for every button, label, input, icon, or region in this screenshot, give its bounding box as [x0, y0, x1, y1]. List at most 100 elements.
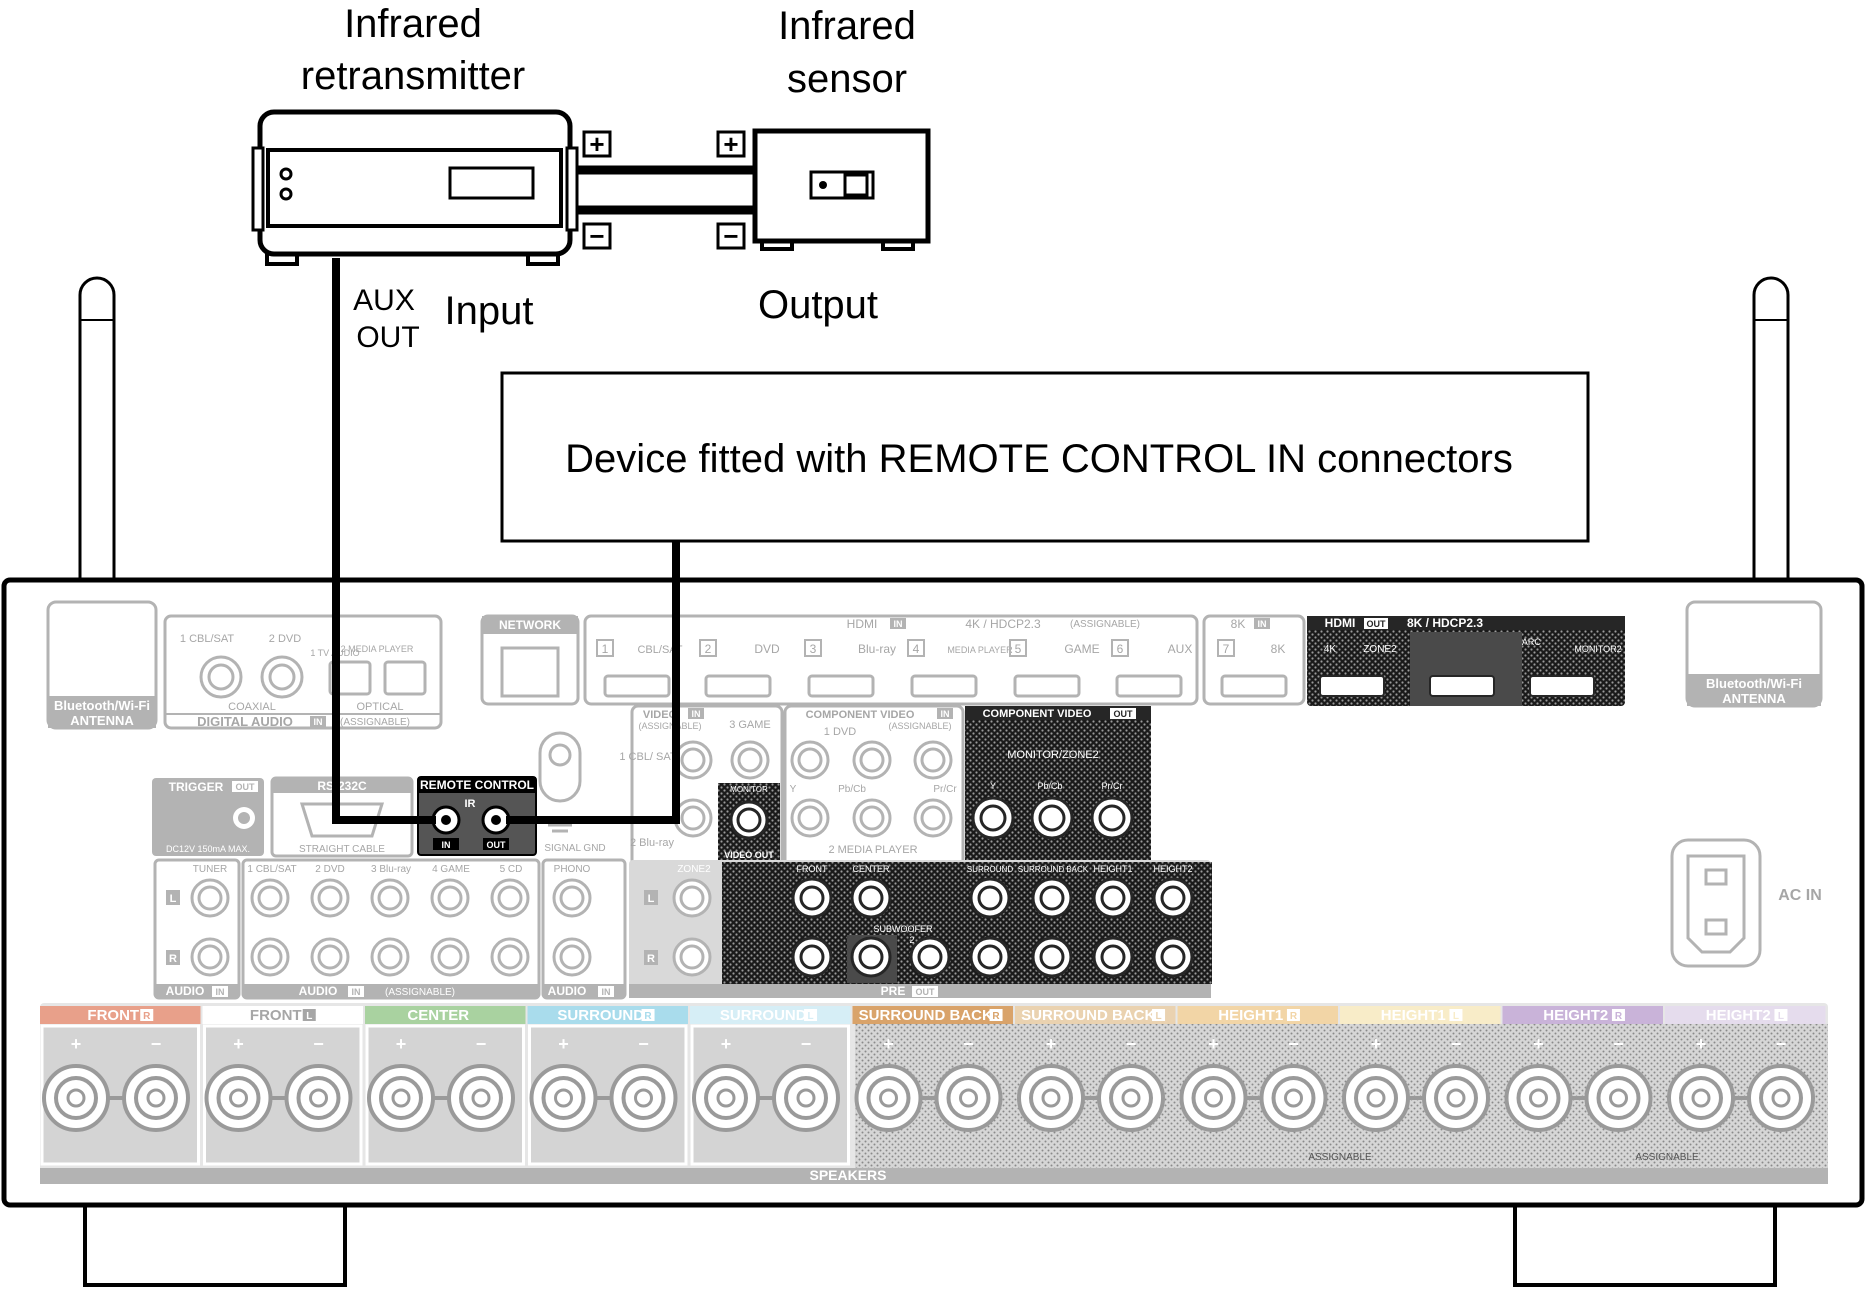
speaker-binding-post-hole: [1041, 1088, 1061, 1108]
speaker-binding-post: [609, 1064, 678, 1132]
audio-in-assignable: (ASSIGNABLE): [385, 987, 455, 998]
component-in-ch-pr: Pr/Cr: [933, 784, 957, 795]
hdmi-in-port-4-label: MEDIA PLAYER: [947, 645, 1013, 655]
aux-out-label-1: AUX: [353, 284, 415, 317]
speaker-binding-post-hole: [796, 1088, 816, 1108]
speaker-binding-post-inner: [1759, 1076, 1803, 1120]
speaker-plus-sign: +: [1371, 1034, 1382, 1054]
speaker-side-badge: [302, 1009, 316, 1021]
remote-control-ir: IR: [465, 798, 476, 810]
speaker-binding-post-inner: [1596, 1076, 1641, 1120]
hdmi-in-port-5: 5 GAME: [1009, 639, 1100, 698]
speaker-minus-sign: −: [1126, 1034, 1137, 1054]
pre-out-surround-back: SURROUND BACK: [1018, 865, 1089, 874]
component-in-tag: IN: [941, 709, 950, 719]
speaker-side-label: R: [1615, 1011, 1623, 1022]
speaker-binding-post-inner: [1029, 1076, 1073, 1120]
sensor-title-2: sensor: [787, 57, 907, 101]
hdmi-out-spec: 8K / HDCP2.3: [1407, 616, 1483, 630]
speaker-binding-post: [1342, 1064, 1410, 1132]
speaker-plus-sign: +: [1533, 1034, 1544, 1054]
speaker-channel-label: FRONT: [250, 1007, 302, 1024]
speaker-channel-label: SURROUND: [557, 1007, 644, 1024]
hdmi-out-port-1-label: 4K: [1324, 644, 1337, 655]
speaker-color-tab: [1015, 1006, 1176, 1024]
audio-phono: PHONO: [554, 864, 591, 875]
audio-in-2: 2 DVD: [315, 864, 344, 875]
ir-to-remote-in-cable: [332, 258, 436, 824]
sensor-title-1: Infrared: [778, 4, 916, 48]
rs232c-port: RS-232C STRAIGHT CABLE: [270, 776, 414, 858]
speaker-minus-sign: −: [1288, 1034, 1299, 1054]
speaker-binding-post-inner: [946, 1076, 991, 1120]
speaker-binding-post-hole: [1529, 1088, 1548, 1108]
signal-gnd-label: SIGNAL GND: [544, 843, 605, 854]
trigger-out-tag: OUT: [236, 782, 256, 792]
speaker-group-center-c: CENTER+−: [365, 1006, 526, 1166]
speaker-binding-post: [122, 1064, 190, 1132]
remote-control-jack: REMOTE CONTROL IR IN OUT: [417, 776, 537, 856]
component-out-title: COMPONENT VIDEO: [983, 708, 1092, 720]
video-in-2: 2 Blu-ray: [630, 837, 675, 849]
ac-in: AC IN: [1670, 838, 1822, 968]
bt-antenna-left: Bluetooth/Wi-Fi ANTENNA: [46, 600, 158, 730]
retransmitter-title-1: Infrared: [344, 2, 482, 46]
speaker-color-tab: [40, 1006, 201, 1024]
left-foot: [83, 1203, 347, 1287]
audio-tuner-l: L: [170, 893, 177, 905]
retransmitter-plus: +: [589, 129, 604, 159]
speaker-binding-post-inner: [1434, 1076, 1478, 1120]
speaker-binding-post-inner: [1109, 1076, 1153, 1120]
speaker-side-badge: [641, 1009, 655, 1021]
speaker-side-label: L: [306, 1011, 312, 1022]
hdmi-out-tag: OUT: [1367, 619, 1387, 629]
speaker-binding-post-hole: [554, 1088, 573, 1108]
speaker-minus-sign: −: [476, 1034, 487, 1054]
speaker-channel-label: HEIGHT2: [1706, 1007, 1771, 1024]
speaker-binding-post-hole: [634, 1088, 653, 1108]
hdmi-in-port-3-label: Blu-ray: [858, 642, 896, 656]
hdmi-in-port-7-label: 8K: [1271, 642, 1286, 656]
trigger-out: TRIGGER OUT DC12V 150mA MAX.: [152, 778, 264, 856]
sensor-minus-badge: [716, 222, 746, 250]
video-in-panel: VIDEO IN (ASSIGNABLE) 1 CBL/ SAT 3 GAME …: [619, 704, 784, 868]
hdmi-8k-title: 8K: [1231, 617, 1246, 631]
speaker-channel-label: SURROUND BACK: [859, 1007, 993, 1024]
hdmi-in-port-6: 6 AUX: [1111, 639, 1192, 698]
speaker-side-badge: [1449, 1009, 1463, 1021]
aux-out-label-2: OUT: [356, 321, 419, 354]
speaker-binding-post: [367, 1064, 435, 1132]
signal-gnd: SIGNAL GND: [538, 731, 606, 854]
pre-out-height2: HEIGHT2: [1153, 864, 1192, 874]
speakers-label: SPEAKERS: [809, 1167, 886, 1183]
hdmi-in-port-2-num: 2: [705, 642, 712, 656]
hdmi-in-spec: 4K / HDCP2.3: [965, 617, 1041, 631]
network-port: NETWORK: [480, 614, 580, 706]
hdmi-in-port-4: 4 MEDIA PLAYER: [907, 639, 1013, 698]
video-in-assignable: (ASSIGNABLE): [638, 721, 701, 731]
device-box-label: Device fitted with REMOTE CONTROL IN con…: [565, 437, 1513, 481]
speaker-minus-sign: −: [963, 1034, 974, 1054]
hdmi-out-panel: HDMI OUT 8K / HDCP2.3 4K ZONE2 MONITOR A…: [1307, 616, 1625, 706]
speaker-binding-post-inner: [1191, 1076, 1236, 1120]
audio-tuner-r: R: [169, 953, 177, 965]
speaker-binding-post-hole: [391, 1088, 411, 1108]
speaker-binding-post-hole: [1284, 1088, 1303, 1108]
pre-out-label: PRE: [881, 984, 906, 998]
speaker-binding-post-inner: [1271, 1076, 1316, 1120]
speaker-binding-post: [1017, 1064, 1085, 1132]
bt-antenna-right: Bluetooth/Wi-Fi ANTENNA: [1685, 600, 1823, 708]
speaker-binding-post: [1667, 1064, 1735, 1132]
coaxial-label: COAXIAL: [228, 701, 276, 713]
pre-out-tag: OUT: [916, 987, 936, 997]
digital-in-1: 1 CBL/SAT: [180, 633, 234, 645]
hdmi-out-title: HDMI: [1325, 616, 1356, 630]
hdmi-out-port-2-label: ZONE2: [1363, 644, 1397, 655]
speaker-side-badge: [1152, 1009, 1166, 1021]
speaker-plus-sign: +: [721, 1034, 732, 1054]
hdmi-in-port-5-num: 5: [1015, 642, 1022, 656]
hdmi-in-port-1: 1 CBL/SAT: [596, 639, 683, 698]
